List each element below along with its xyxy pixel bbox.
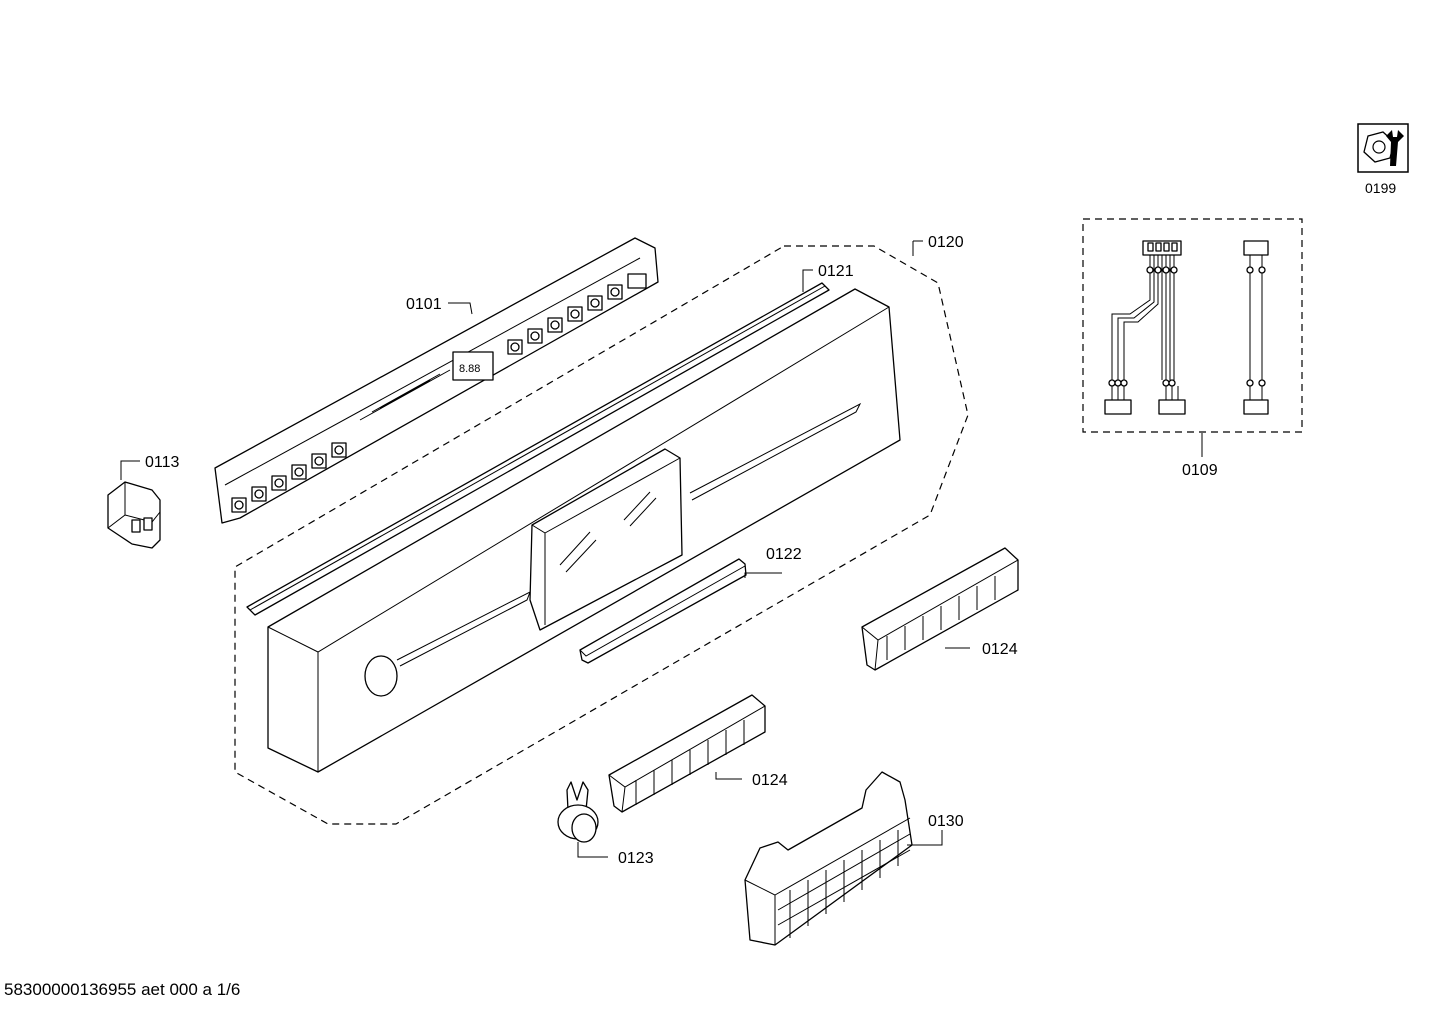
control-panel-fascia xyxy=(267,288,901,773)
part-label-0123: 0123 xyxy=(618,850,654,867)
button-bar-0122 xyxy=(579,558,747,664)
svg-text:8.88: 8.88 xyxy=(459,363,480,375)
part-label-0120: 0120 xyxy=(928,234,964,251)
part-label-0101: 0101 xyxy=(406,296,442,313)
part-label-0113: 0113 xyxy=(145,454,180,471)
part-label-0199: 0199 xyxy=(1365,180,1396,196)
knob-0123 xyxy=(557,781,599,843)
wrench-nut-icon xyxy=(1357,123,1409,173)
assembly-outline-0120 xyxy=(234,245,969,825)
wiring-harness-0109 xyxy=(1082,218,1303,433)
part-label-0130: 0130 xyxy=(928,813,964,830)
holder-bracket-0130 xyxy=(744,771,913,946)
part-label-0109: 0109 xyxy=(1182,462,1218,479)
button-strip-0124-lower xyxy=(608,694,766,813)
button-strip-0124-upper xyxy=(861,547,1019,671)
trim-strip-0121 xyxy=(246,282,830,616)
clip-0113 xyxy=(107,481,161,549)
electronic-module-0101: 8.88 xyxy=(214,237,659,524)
part-label-0121: 0121 xyxy=(818,263,854,280)
part-label-0124-lower: 0124 xyxy=(752,772,788,789)
part-label-0124-upper: 0124 xyxy=(982,641,1018,658)
part-label-0122: 0122 xyxy=(766,546,802,563)
document-footer: 58300000136955 aet 000 a 1/6 xyxy=(4,980,241,999)
